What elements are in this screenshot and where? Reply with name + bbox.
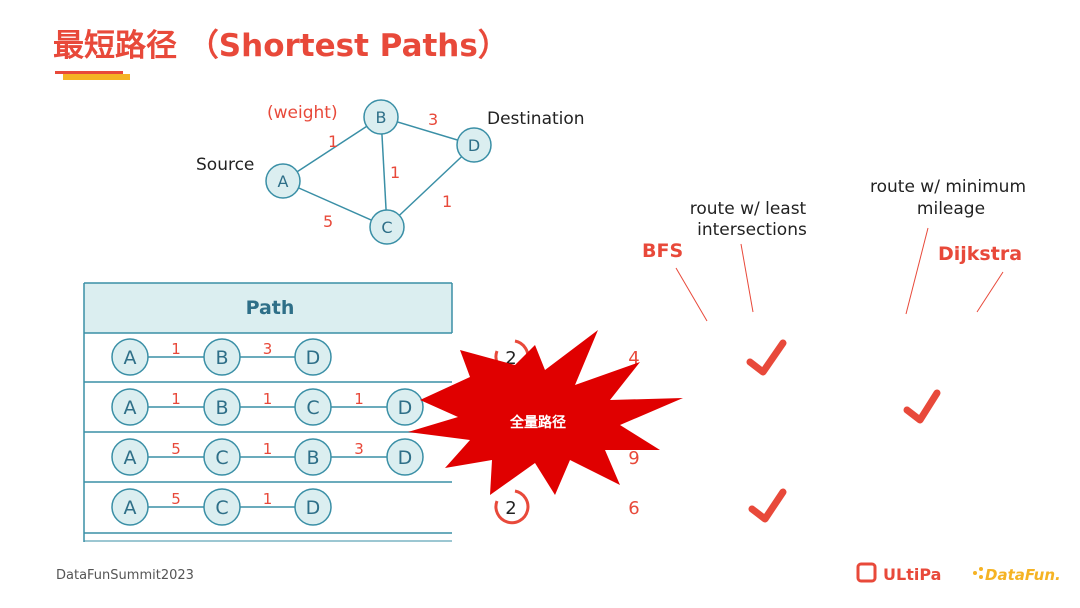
footer-text: DataFunSummit2023 bbox=[56, 568, 194, 583]
dijkstra-description: route w/ minimum bbox=[870, 177, 1026, 197]
weight-label: (weight) bbox=[267, 103, 338, 123]
path-node-label: C bbox=[215, 447, 228, 469]
dijkstra-desc-pointer bbox=[906, 228, 928, 314]
check-icon bbox=[907, 393, 937, 420]
edge-weight: 3 bbox=[428, 110, 438, 129]
path-node-label: A bbox=[124, 347, 137, 369]
burst-shape: 全量路径 bbox=[408, 330, 683, 495]
path-edge-weight: 1 bbox=[263, 440, 273, 458]
path-node-label: A bbox=[124, 497, 137, 519]
path-mileage: 9 bbox=[628, 448, 639, 469]
path-node-label: D bbox=[398, 397, 413, 419]
path-node-label: A bbox=[124, 397, 137, 419]
datafun-logo-text: DataFun. bbox=[985, 566, 1061, 584]
bfs-label: BFS bbox=[642, 240, 683, 262]
graph-diagram: 1 3 1 1 5 B D A C (weight) Source Destin… bbox=[196, 100, 585, 244]
check-icon bbox=[752, 492, 783, 519]
graph-node-label: B bbox=[376, 108, 387, 127]
hop-count: 2 bbox=[505, 498, 516, 519]
path-edge-weight: 1 bbox=[263, 390, 273, 408]
dijkstra-description: mileage bbox=[917, 199, 985, 219]
path-node-label: B bbox=[215, 347, 228, 369]
dijkstra-label: Dijkstra bbox=[938, 243, 1022, 265]
bfs-pointer bbox=[676, 268, 707, 321]
path-edge-weight: 1 bbox=[171, 340, 181, 358]
destination-label: Destination bbox=[487, 109, 585, 129]
path-node-label: A bbox=[124, 447, 137, 469]
ultipa-logo-text: ULtiPa bbox=[883, 565, 941, 584]
ultipa-logo: ULtiPa bbox=[858, 564, 941, 584]
graph-node-label: C bbox=[381, 218, 392, 237]
edge-weight: 5 bbox=[323, 212, 333, 231]
path-edge-weight: 3 bbox=[354, 440, 364, 458]
path-edge-weight: 5 bbox=[171, 440, 181, 458]
edge-c-d bbox=[387, 145, 474, 227]
edge-weight: 1 bbox=[328, 132, 338, 151]
bfs-desc-pointer bbox=[741, 244, 753, 312]
check-icon bbox=[750, 343, 783, 372]
path-mileage: 6 bbox=[628, 498, 639, 519]
path-node-label: D bbox=[398, 447, 413, 469]
path-edge-weight: 1 bbox=[171, 390, 181, 408]
path-node-label: B bbox=[215, 397, 228, 419]
graph-node-label: D bbox=[468, 136, 480, 155]
dijkstra-pointer bbox=[977, 272, 1003, 312]
path-node-label: D bbox=[306, 497, 321, 519]
graph-node-label: A bbox=[278, 172, 289, 191]
path-node-label: C bbox=[306, 397, 319, 419]
bfs-description: route w/ least bbox=[690, 199, 807, 219]
path-node-label: D bbox=[306, 347, 321, 369]
path-node-label: B bbox=[306, 447, 319, 469]
path-edge-weight: 3 bbox=[263, 340, 273, 358]
source-label: Source bbox=[196, 155, 254, 175]
burst-label: 全量路径 bbox=[509, 414, 566, 431]
path-node-label: C bbox=[215, 497, 228, 519]
table-header-label: Path bbox=[246, 297, 295, 319]
bfs-description: intersections bbox=[697, 220, 807, 240]
path-edge-weight: 1 bbox=[263, 490, 273, 508]
datafun-logo: DataFun. bbox=[973, 566, 1061, 584]
edge-weight: 1 bbox=[442, 192, 452, 211]
path-edge-weight: 5 bbox=[171, 490, 181, 508]
edge-weight: 1 bbox=[390, 163, 400, 182]
path-edge-weight: 1 bbox=[354, 390, 364, 408]
